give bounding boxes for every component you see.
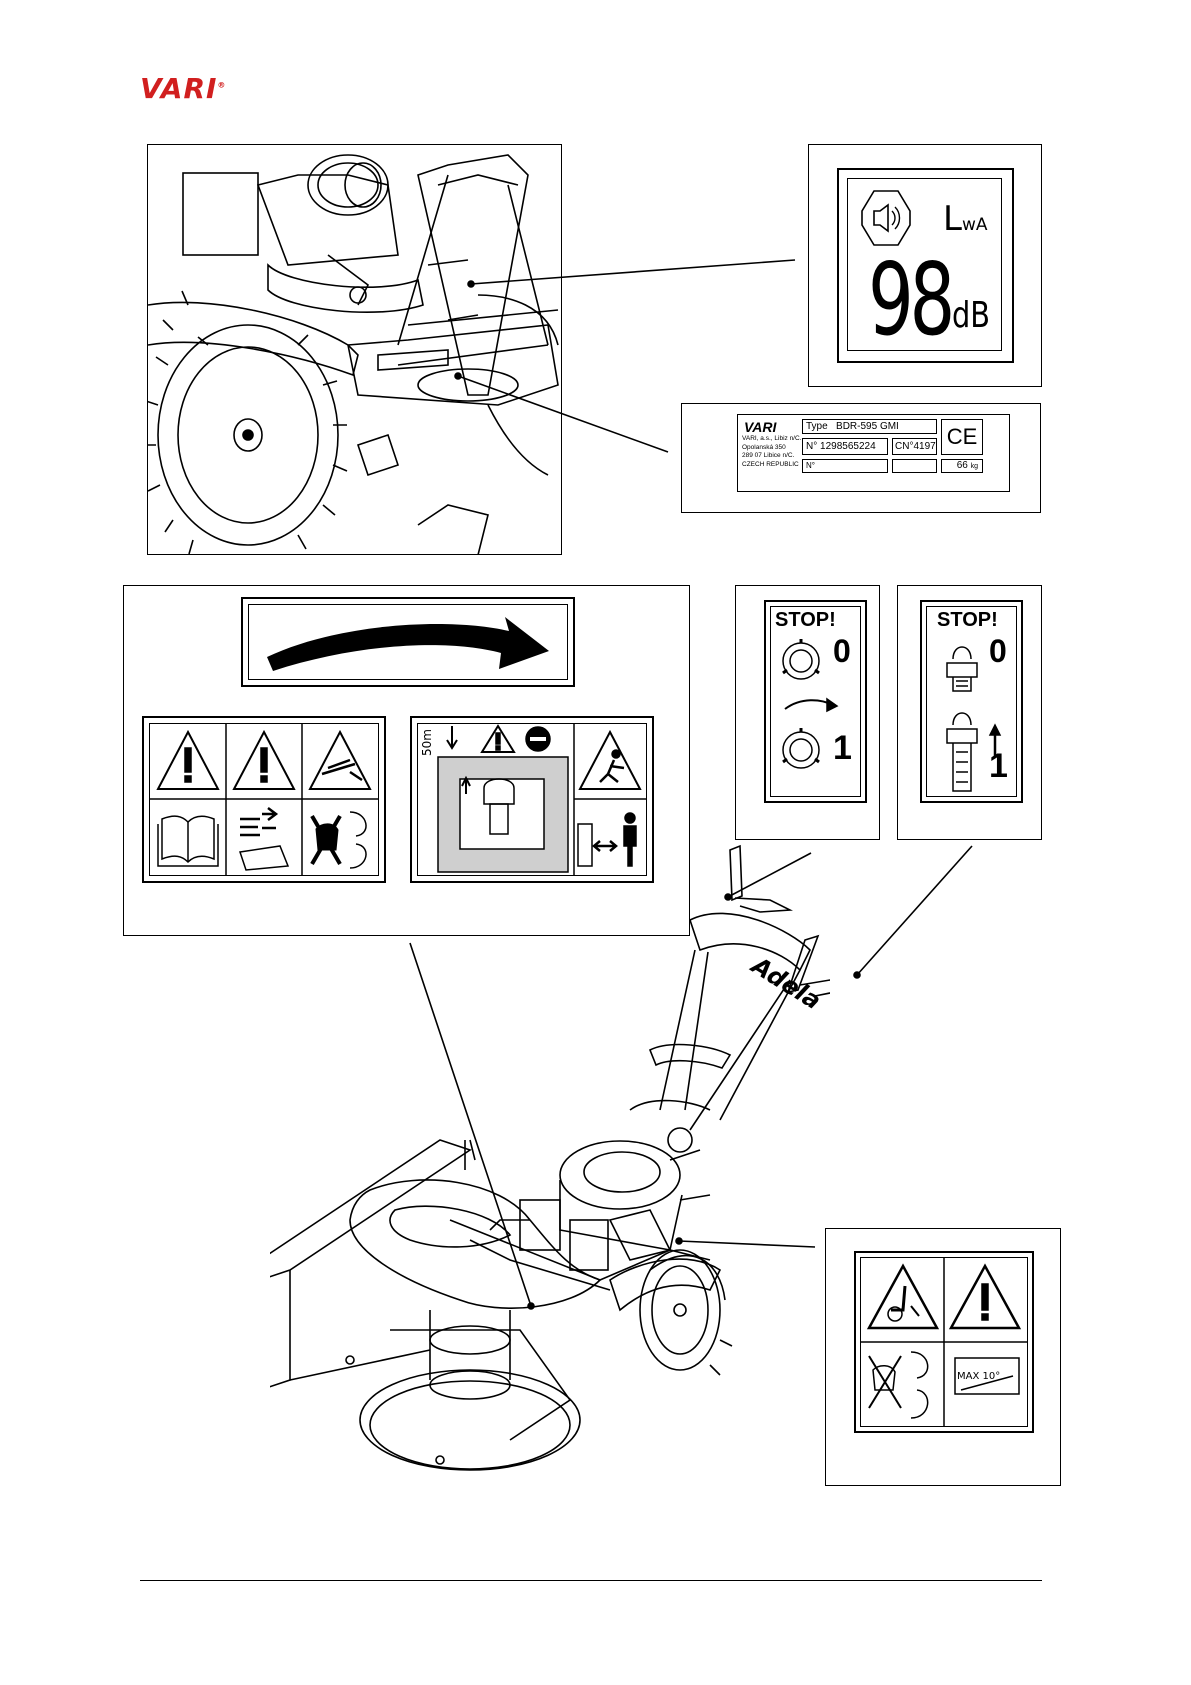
engine-detail-illustration xyxy=(147,144,562,555)
lever-decal-left: STOP! 0 1 xyxy=(764,600,867,803)
noise-label: LwA 98 dB xyxy=(837,168,1014,363)
throttle-off-icon xyxy=(783,639,819,679)
plate-blank-field xyxy=(892,459,937,473)
plate-serial-field: N° 1298565224 xyxy=(802,438,888,455)
machine-name: Adela xyxy=(745,950,826,1015)
warning-triangle-icon xyxy=(158,732,218,789)
no-hands-rotating-icon xyxy=(869,1352,928,1418)
foot-injury-icon xyxy=(869,1266,937,1328)
plate-weight-field: 66 kg xyxy=(941,459,983,473)
type-plate-frame: VARI VARI, a.s., Libiz n/C. Opolanská 35… xyxy=(681,403,1041,513)
throttle-on-icon xyxy=(783,728,819,768)
clutch-lever-off-icon xyxy=(947,647,977,691)
ce-mark: CE xyxy=(941,419,983,455)
read-manual-icon xyxy=(158,816,218,866)
warning-triangle-icon xyxy=(482,726,514,752)
engine-detail-drawing xyxy=(148,145,562,555)
footer-rule xyxy=(140,1580,1042,1581)
warning-triangle-icon xyxy=(951,1266,1019,1328)
safety-decal-frame: MAX 10° xyxy=(825,1228,1061,1486)
slope-label: MAX 10° xyxy=(957,1371,1000,1382)
warning-triangle-icon xyxy=(234,732,294,789)
plate-no-field: N° xyxy=(802,459,888,473)
clutch-lever-on-icon xyxy=(947,713,977,791)
thrown-objects-icon xyxy=(310,732,370,789)
lwa-label: LwA xyxy=(943,199,988,239)
rotate-arrow-icon xyxy=(785,700,833,709)
noise-unit: dB xyxy=(952,295,990,336)
lever-decal-left-frame: STOP! 0 1 xyxy=(735,585,880,840)
rotation-arrow-icon xyxy=(249,605,567,679)
thrown-objects-icon xyxy=(580,732,640,789)
plate-brand: VARI xyxy=(744,419,776,435)
plate-address: VARI, a.s., Libiz n/C. Opolanská 350 289… xyxy=(742,435,801,469)
type-plate: VARI VARI, a.s., Libiz n/C. Opolanská 35… xyxy=(737,414,1010,492)
noise-label-frame: LwA 98 dB xyxy=(808,144,1042,387)
lever-decal-right: STOP! 0 1 xyxy=(920,600,1023,803)
safety-decal: MAX 10° xyxy=(854,1251,1034,1433)
plate-type-field: Type BDR-595 GMI xyxy=(802,419,937,434)
lever-decal-right-frame: STOP! 0 1 xyxy=(897,585,1042,840)
vari-logo: VARI® xyxy=(140,72,226,105)
plate-cn-field: CN°4197 xyxy=(892,438,937,455)
noise-value: 98 xyxy=(868,241,951,358)
mower-illustration: Adela xyxy=(270,840,830,1480)
distance-label: 50m xyxy=(420,729,434,756)
rotation-arrow-decal xyxy=(241,597,575,687)
speaker-icon xyxy=(860,189,912,247)
no-entry-icon xyxy=(526,727,550,751)
